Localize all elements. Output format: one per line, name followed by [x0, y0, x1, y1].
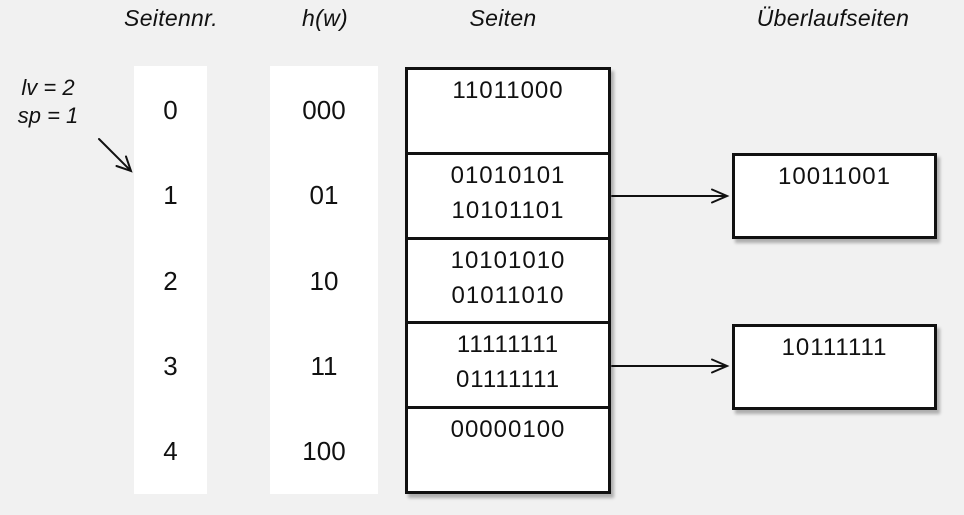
column-header-page-number: Seitennr.	[124, 5, 218, 31]
page-entry: 11011000	[452, 77, 564, 104]
column-header-hash-function: h(w)	[302, 5, 348, 31]
hash-value: 11	[310, 351, 338, 381]
hash-value: 000	[302, 95, 346, 125]
page-entry	[408, 108, 608, 143]
hash-value: 01	[309, 180, 339, 210]
split-pointer-value: sp = 1	[17, 103, 79, 128]
level-value: lv = 2	[21, 75, 75, 100]
hash-value: 10	[309, 266, 339, 296]
split-pointer-arrow	[98, 138, 133, 173]
overflow-entry: 10111111	[781, 334, 888, 361]
column-header-pages: Seiten	[469, 5, 537, 31]
page-row-4: 00000100	[408, 406, 608, 491]
hash-value-column: 000 01 10 11 100	[270, 66, 378, 494]
page-entry: 00000100	[450, 416, 566, 444]
page-row-2: 10101010 01011010	[408, 236, 608, 322]
pages-table: 11011000 01010101 10101101 10101010 0101…	[405, 67, 611, 494]
overflow-entry: 10011001	[778, 163, 891, 190]
page-entry: 10101010	[450, 246, 566, 274]
page-row-1: 01010101 10101101	[408, 151, 608, 237]
hash-value: 100	[302, 436, 346, 466]
page-number: 3	[163, 351, 178, 381]
page-number-column: 0 1 2 3 4	[134, 66, 207, 494]
page-entry	[408, 447, 608, 482]
page-entry: 01010101	[450, 161, 566, 189]
state-annotation: lv = 2 sp = 1	[6, 74, 90, 130]
overflow-arrow-row1	[611, 188, 730, 204]
page-number: 4	[163, 436, 178, 466]
overflow-page-row3: 10111111	[732, 324, 937, 410]
page-number: 2	[163, 266, 178, 296]
page-entry: 11111111	[456, 331, 560, 359]
page-entry: 10101101	[451, 196, 565, 224]
page-entry: 01111111	[455, 366, 561, 394]
page-row-3: 11111111 01111111	[408, 321, 608, 406]
overflow-arrow-row3	[611, 358, 730, 374]
page-entry: 01011010	[451, 281, 565, 309]
page-row-0: 11011000	[408, 70, 608, 152]
column-header-overflow-pages: Überlaufseiten	[756, 5, 910, 31]
page-number: 1	[163, 180, 178, 210]
page-number: 0	[163, 95, 178, 125]
overflow-page-row1: 10011001	[732, 153, 937, 239]
